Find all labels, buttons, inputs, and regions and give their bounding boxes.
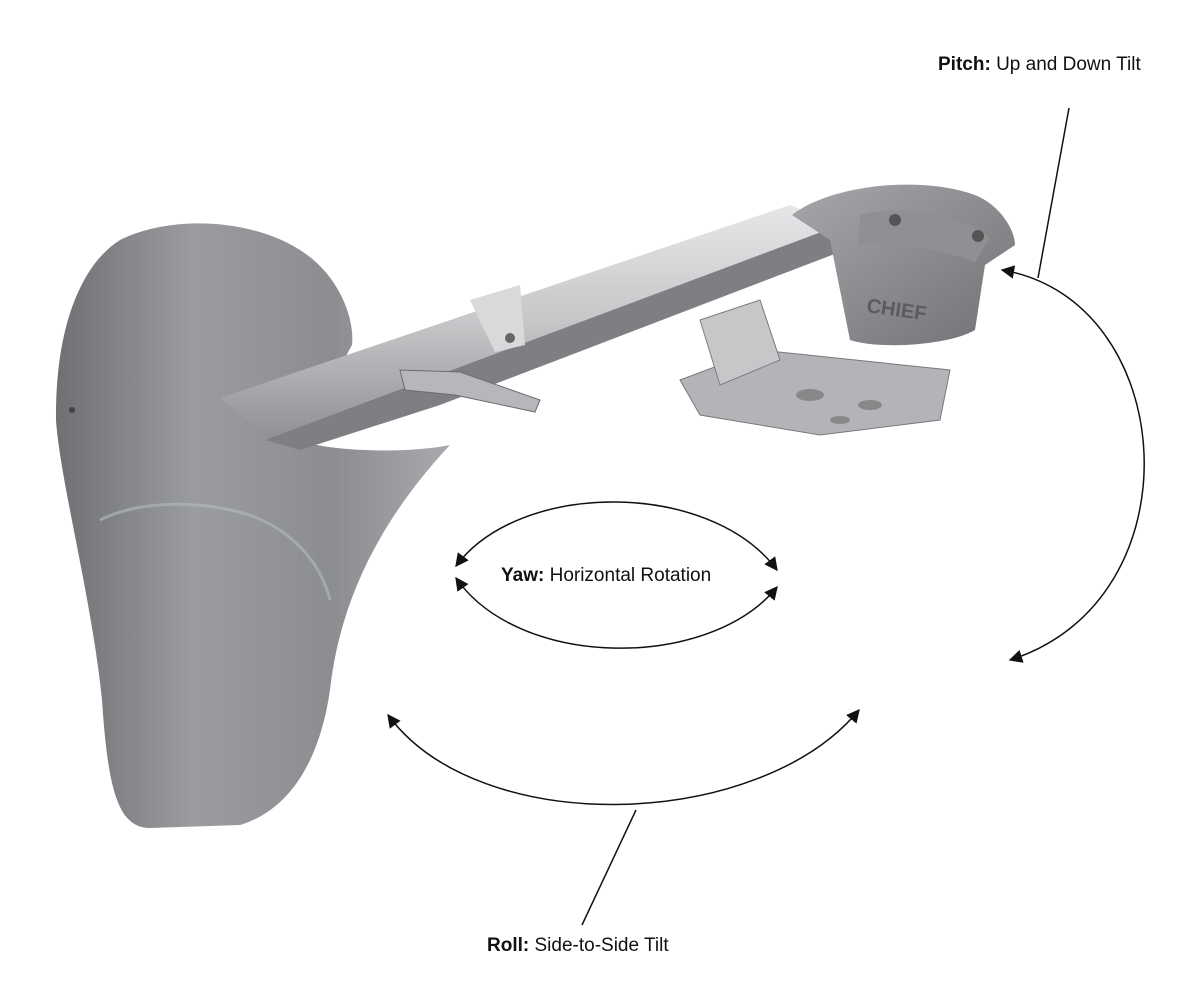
yaw-description: Horizontal Rotation <box>549 565 712 586</box>
pitch-leader-line <box>1037 107 1070 279</box>
extension-arm <box>220 205 845 450</box>
wall-bracket <box>55 223 451 828</box>
pitch-description: Up and Down Tilt <box>996 54 1141 75</box>
pitch-label: Pitch: Up and Down Tilt <box>938 54 1141 76</box>
roll-label: Roll: Side-to-Side Tilt <box>487 935 669 957</box>
pitch-term: Pitch: <box>938 54 991 75</box>
roll-term: Roll: <box>487 935 530 956</box>
yaw-label: Yaw: Horizontal Rotation <box>501 565 711 587</box>
roll-arrow <box>387 708 860 806</box>
projector-plate <box>679 299 951 436</box>
pitch-arrow <box>1000 265 1145 663</box>
pitch-head: CHIEF <box>792 184 1015 346</box>
motion-arrows <box>387 107 1145 926</box>
roll-description: Side-to-Side Tilt <box>534 935 669 956</box>
yaw-arrow-upper <box>455 501 778 572</box>
yaw-arrow-lower <box>455 576 778 649</box>
yaw-term: Yaw: <box>501 565 545 586</box>
roll-leader-line <box>581 809 637 926</box>
